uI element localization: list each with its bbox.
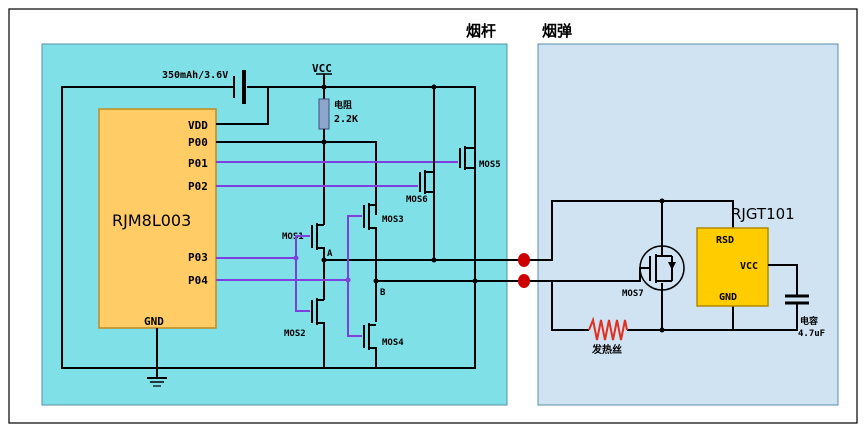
capacitor-name: 电容 [800, 315, 818, 327]
cartridge-panel [537, 43, 839, 406]
connector-b [518, 274, 530, 288]
mos4-label: MOS4 [382, 338, 404, 348]
rjgt-pin-vcc: VCC [740, 261, 758, 272]
p00-wire [216, 141, 377, 215]
cart-top-wire [540, 200, 734, 261]
ground-symbol [147, 328, 167, 387]
rjgt-pin-rsd: RSD [716, 235, 734, 246]
rod-section-title: 烟杆 [466, 22, 496, 40]
battery-loop: 350mAh/3.6V [61, 70, 476, 369]
pin-p02: P02 [188, 180, 208, 193]
mcu-chip [98, 108, 217, 329]
node-a-label: A [327, 249, 333, 259]
mos7: MOS7 [552, 201, 685, 330]
node-b-label: B [380, 288, 386, 298]
mos1: MOS1 [282, 223, 325, 300]
mos2-label: MOS2 [284, 329, 306, 339]
mos3-label: MOS3 [382, 215, 404, 225]
rjgt-pin-gnd: GND [719, 292, 737, 303]
mos5-label: MOS5 [479, 160, 501, 170]
mos6-label: MOS6 [406, 195, 428, 205]
rjgt-name: RJGT101 [731, 205, 795, 223]
mos3: MOS3 [363, 203, 404, 322]
resistor [318, 98, 330, 130]
resistor-name: 电阻 [334, 99, 352, 111]
mos1-label: MOS1 [282, 232, 304, 242]
connector-a [518, 253, 530, 267]
pin-p01: P01 [188, 157, 208, 170]
pin-p04: P04 [188, 274, 208, 287]
pin-p03: P03 [188, 251, 208, 264]
mos2: MOS2 [284, 298, 325, 368]
vcc-rail: VCC 电阻 2.2K [312, 62, 437, 142]
cart-bottom-wire [540, 280, 589, 331]
pin-p00: P00 [188, 136, 208, 149]
capacitor-value: 4.7uF [798, 329, 825, 339]
cartridge-section-title: 烟弹 [542, 22, 572, 40]
mos7-label: MOS7 [622, 289, 644, 299]
heater-label: 发热丝 [591, 343, 622, 356]
battery-label: 350mAh/3.6V [162, 70, 228, 81]
heater-coil [588, 316, 628, 341]
p03-wire [216, 235, 310, 259]
resistor-value: 2.2K [334, 114, 358, 125]
cap-top-wire [768, 264, 798, 296]
pin-vdd: VDD [188, 119, 208, 132]
p04-wire [216, 215, 362, 281]
vcc-label: VCC [312, 62, 332, 75]
mos6: MOS6 [406, 170, 434, 205]
rjgt-chip [696, 227, 769, 307]
mos4: MOS4 [363, 323, 404, 368]
pin-gnd: GND [144, 315, 164, 328]
mcu-name: RJM8L003 [112, 211, 191, 230]
mos5: MOS5 [459, 130, 501, 170]
